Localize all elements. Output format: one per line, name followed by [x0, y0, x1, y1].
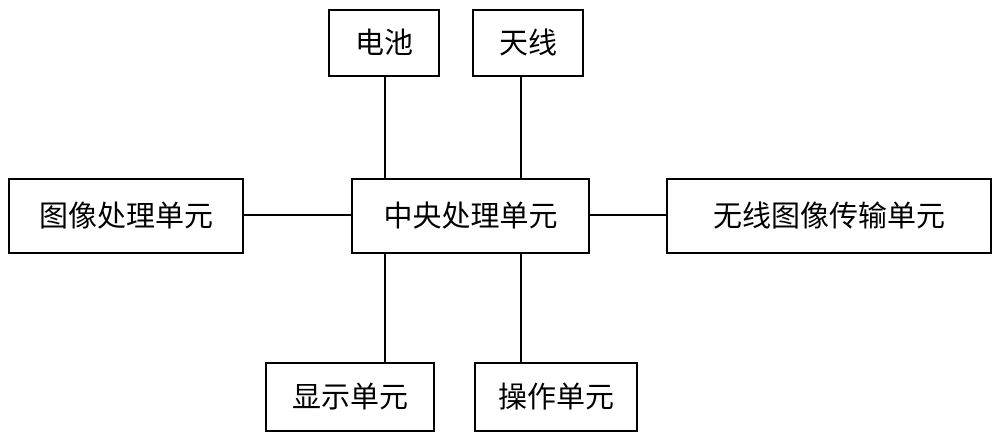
- image-processing-unit-box: 图像处理单元: [8, 178, 244, 254]
- display-unit-label: 显示单元: [291, 379, 408, 414]
- wireless-image-transmission-unit-label: 无线图像传输单元: [712, 198, 945, 233]
- display-unit-box: 显示单元: [265, 362, 435, 432]
- connector-cpu-display: [384, 254, 386, 362]
- battery-label: 电池: [354, 25, 413, 60]
- connector-cpu-wireless-transmission: [590, 214, 666, 216]
- central-processing-unit-label: 中央处理单元: [383, 198, 558, 233]
- battery-box: 电池: [328, 9, 440, 77]
- connector-cpu-battery: [384, 77, 386, 178]
- antenna-label: 天线: [498, 25, 557, 60]
- antenna-box: 天线: [472, 9, 584, 77]
- wireless-image-transmission-unit-box: 无线图像传输单元: [666, 178, 992, 254]
- connector-cpu-operation: [520, 254, 522, 362]
- connector-cpu-image-processing: [244, 214, 351, 216]
- connector-cpu-antenna: [520, 77, 522, 178]
- operation-unit-box: 操作单元: [474, 362, 638, 432]
- operation-unit-label: 操作单元: [497, 379, 614, 414]
- image-processing-unit-label: 图像处理单元: [38, 198, 213, 233]
- central-processing-unit-box: 中央处理单元: [351, 178, 590, 254]
